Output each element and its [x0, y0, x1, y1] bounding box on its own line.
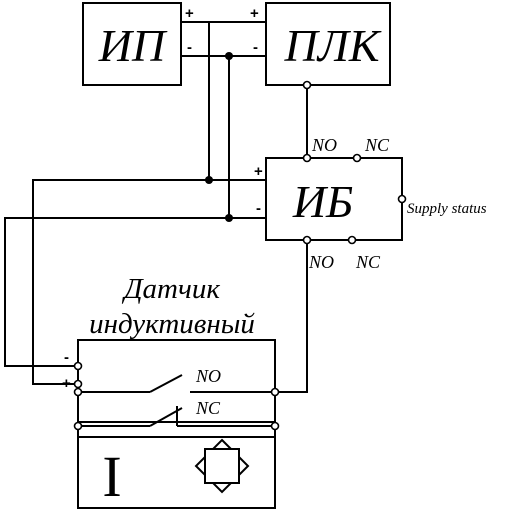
interface-top-nc-terminal [352, 153, 362, 163]
interface-block [265, 157, 403, 241]
interface-label: ИБ [292, 176, 353, 227]
sensor-no-contact-blade [149, 374, 183, 393]
interface-top-nc-label: NC [364, 135, 390, 155]
power-supply-plus-sign: + [185, 5, 194, 22]
sensor-left-terminal [73, 421, 83, 431]
sensor-square-icon [204, 448, 240, 484]
interface-supply-status-terminal [397, 194, 407, 204]
power-supply-block [82, 2, 182, 86]
sensor-nc-label: NC [195, 398, 221, 418]
plc-plus-sign: + [250, 5, 259, 22]
interface-bottom-no-label: NO [308, 252, 334, 272]
sensor-minus-sign: - [64, 349, 69, 366]
interface-minus-sign: - [256, 200, 261, 217]
wires [4, 21, 406, 393]
sensor-minus-terminal [73, 361, 83, 371]
interface-bottom-nc-label: NC [355, 252, 381, 272]
junction-dot [205, 176, 213, 184]
interface-top-no-label: NO [311, 135, 337, 155]
interface-plus-sign: + [254, 163, 263, 180]
sensor-type-symbol: I [102, 444, 121, 509]
wire-plus-to-sensor [32, 179, 266, 385]
interface-bottom-no-terminal [302, 235, 312, 245]
sensor-title-line1: Датчик [121, 273, 220, 305]
junction-dot [225, 214, 233, 222]
plc-minus-sign: - [253, 39, 258, 56]
sensor-no-terminal [270, 387, 280, 397]
sensor-no-label: NO [195, 366, 221, 386]
power-supply-label: ИП [98, 20, 168, 71]
wire-minus-to-sensor [4, 217, 266, 367]
junction-dot [225, 52, 233, 60]
interface-bottom-nc-terminal [347, 235, 357, 245]
plc-block [265, 2, 391, 86]
sensor-left-terminal [73, 387, 83, 397]
interface-top-no-terminal [302, 153, 312, 163]
wire-sensor-no-to-ib [275, 240, 308, 393]
power-supply-minus-sign: - [187, 39, 192, 56]
plc-input-terminal [302, 80, 312, 90]
sensor-plus-terminal [73, 379, 83, 389]
sensor-title-line2: индуктивный [89, 308, 255, 340]
sensor-plus-sign: + [62, 375, 71, 392]
sensor-right-terminal [270, 421, 280, 431]
supply-status-label: Supply status [407, 201, 487, 217]
plc-label: ПЛК [284, 20, 382, 71]
